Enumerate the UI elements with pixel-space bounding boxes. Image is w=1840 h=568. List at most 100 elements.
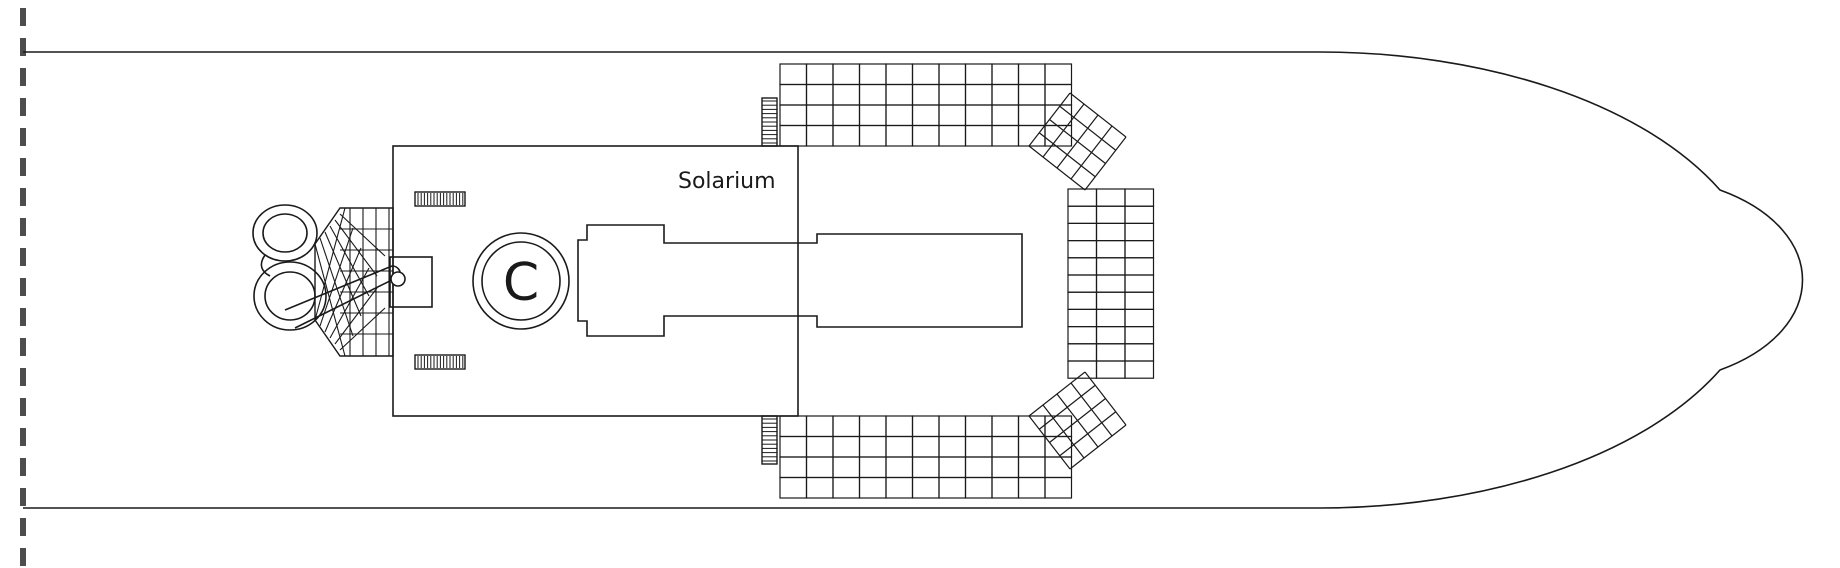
deck-chair-icon	[1017, 63, 1046, 86]
deck-chair-icon	[779, 456, 808, 479]
deck-chair-icon	[964, 104, 993, 127]
deck-chair-icon	[1044, 476, 1073, 499]
deck-chair-icon	[938, 104, 967, 127]
deck-chair-icon	[911, 104, 940, 127]
deck-chair-icon	[964, 83, 993, 106]
deck-chair-icon	[1067, 326, 1098, 345]
deck-chair-icon	[1067, 205, 1098, 224]
deck-chair-icon	[1095, 257, 1126, 276]
deck-chair-icon	[805, 415, 834, 438]
deck-chair-grid-bottom	[779, 415, 1073, 499]
deck-chair-icon	[991, 456, 1020, 479]
deck-chair-icon	[885, 124, 914, 147]
deck-chair-icon	[832, 476, 861, 499]
deck-chair-icon	[991, 104, 1020, 127]
solarium-label: Solarium	[678, 169, 776, 194]
deck-chair-icon	[779, 435, 808, 458]
deck-chair-icon	[885, 476, 914, 499]
deck-chair-icon	[1067, 240, 1098, 259]
vent-grille-top	[414, 191, 466, 207]
deck-chair-icon	[1095, 188, 1126, 207]
deck-chair-icon	[1095, 274, 1126, 293]
deck-chair-icon	[911, 63, 940, 86]
deck-chair-icon	[964, 124, 993, 147]
deck-chair-icon	[1067, 360, 1098, 379]
deck-chair-icon	[885, 456, 914, 479]
deck-chair-icon	[1124, 291, 1155, 311]
deck-chair-icon	[1067, 308, 1098, 328]
deck-chair-icon	[938, 476, 967, 499]
deck-chair-icon	[911, 124, 940, 147]
deck-chair-icon	[779, 415, 808, 438]
pool-symbol: C	[503, 253, 539, 313]
deck-chair-icon	[964, 63, 993, 86]
deck-chair-icon	[805, 476, 834, 499]
deck-chair-icon	[1124, 240, 1155, 259]
deck-chair-icon	[1017, 104, 1046, 127]
deck-chair-icon	[911, 415, 940, 438]
deck-chair-icon	[938, 415, 967, 438]
deck-chair-icon	[1095, 308, 1126, 328]
deck-chair-icon	[1044, 456, 1073, 479]
deck-chair-icon	[1067, 291, 1098, 311]
deck-chair-icon	[832, 415, 861, 438]
deck-chair-icon	[805, 435, 834, 458]
deck-chair-grid-diagonal-bottom	[1028, 371, 1127, 470]
deck-chair-icon	[1044, 124, 1073, 147]
deck-chair-icon	[938, 435, 967, 458]
deck-chair-icon	[1017, 456, 1046, 479]
deck-chair-icon	[805, 124, 834, 147]
deck-chair-icon	[964, 456, 993, 479]
deck-chair-icon	[938, 456, 967, 479]
deck-chair-icon	[1095, 240, 1126, 259]
deck-chair-icon	[991, 435, 1020, 458]
deck-chair-icon	[991, 415, 1020, 438]
deck-chair-icon	[858, 124, 887, 147]
deck-chair-icon	[1095, 291, 1126, 311]
deck-chair-icon	[832, 63, 861, 86]
deck-chair-icon	[1044, 63, 1073, 86]
deck-chair-icon	[938, 63, 967, 86]
deck-chair-icon	[991, 83, 1020, 106]
deck-chair-icon	[1067, 222, 1098, 242]
deck-chair-icon	[832, 104, 861, 127]
stair-ladder-icon	[761, 97, 778, 147]
deck-chair-icon	[1124, 326, 1155, 345]
deck-chair-icon	[885, 63, 914, 86]
deck-chair-icon	[779, 476, 808, 499]
deck-chair-icon	[1124, 274, 1155, 293]
deck-chair-icon	[858, 63, 887, 86]
deck-chair-icon	[858, 456, 887, 479]
deck-chair-icon	[858, 415, 887, 438]
deck-chair-icon	[991, 476, 1020, 499]
deck-chair-icon	[938, 124, 967, 147]
copyright-symbol-icon: C	[472, 232, 570, 330]
deck-chair-grid-front	[1067, 188, 1155, 379]
deck-chair-icon	[1124, 222, 1155, 242]
deck-chair-grid-top	[779, 63, 1073, 147]
spiral-slide-icon	[252, 204, 433, 357]
deck-chair-icon	[805, 104, 834, 127]
deck-chair-icon	[1095, 222, 1126, 242]
deck-chair-icon	[1124, 360, 1155, 379]
deck-chair-icon	[779, 83, 808, 106]
deck-chair-icon	[1067, 188, 1098, 207]
deck-chair-icon	[1124, 205, 1155, 224]
deck-chair-icon	[832, 456, 861, 479]
deck-chair-icon	[1124, 257, 1155, 276]
deck-chair-icon	[964, 415, 993, 438]
hull-outline	[23, 51, 1804, 509]
deck-chair-icon	[1044, 83, 1073, 106]
deck-chair-icon	[1095, 326, 1126, 345]
deck-chair-icon	[964, 476, 993, 499]
deck-chair-icon	[911, 476, 940, 499]
deck-chair-icon	[1095, 360, 1126, 379]
deck-chair-icon	[805, 83, 834, 106]
deck-chair-icon	[964, 435, 993, 458]
deck-chair-icon	[885, 83, 914, 106]
deck-chair-icon	[858, 83, 887, 106]
deck-chair-icon	[1017, 476, 1046, 499]
deck-chair-icon	[779, 104, 808, 127]
deck-chair-icon	[885, 415, 914, 438]
deck-chair-icon	[938, 83, 967, 106]
